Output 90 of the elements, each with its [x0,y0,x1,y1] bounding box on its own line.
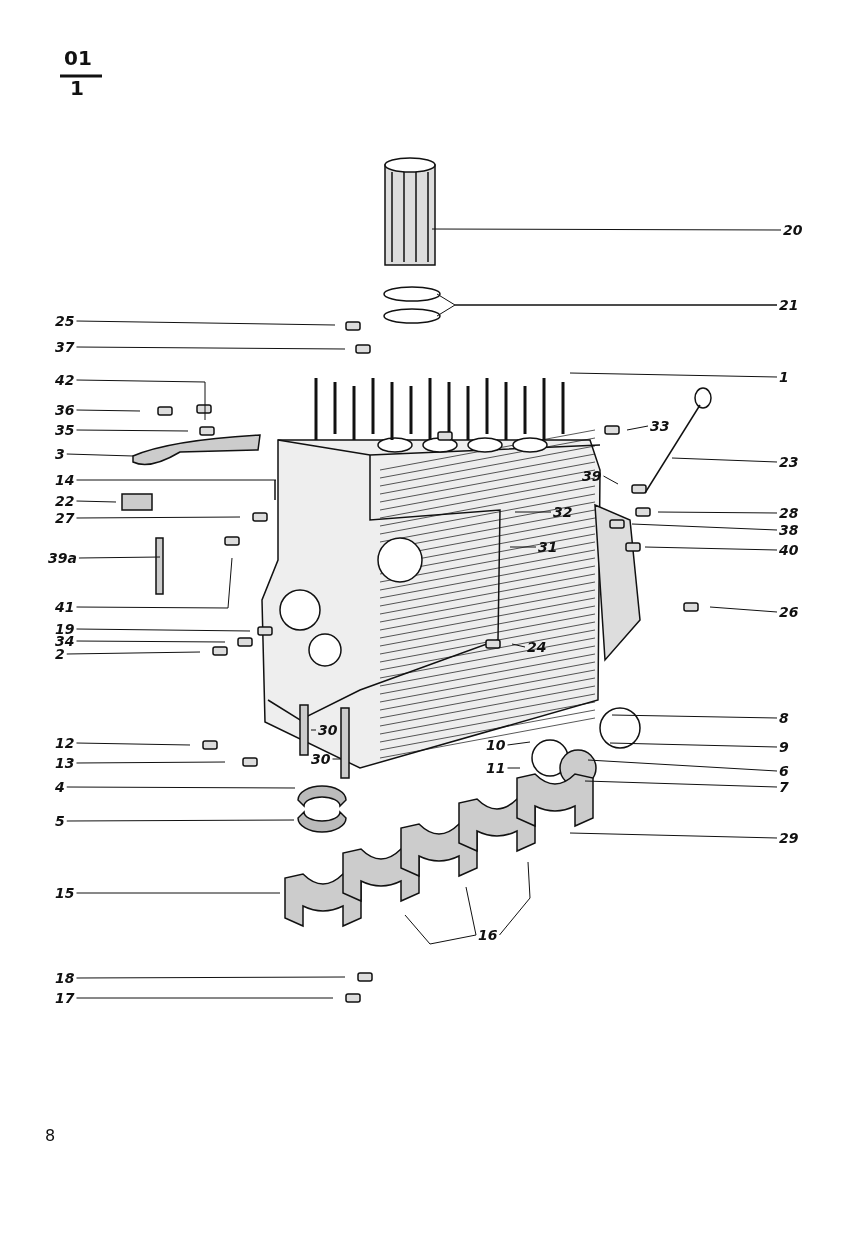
leader-line [76,628,251,632]
leader-line [587,759,778,772]
leader-line [76,346,346,350]
leader-line [507,741,531,746]
leader-line [584,780,778,788]
leader-line [569,832,778,839]
callout-number: 11 [486,760,506,776]
callout-number: 39a [48,550,77,566]
callout-number: 30 [311,751,331,767]
leader-line [66,651,201,655]
leader-line [76,557,233,609]
leader-line [631,523,778,531]
callout-number: 25 [55,313,75,329]
leader-line [569,372,778,378]
callout-number: 20 [783,222,803,238]
callout-number: 17 [55,990,75,1006]
leader-line [709,606,778,613]
leader-line [431,228,782,231]
callout-number: 2 [55,646,65,662]
callout-number: 37 [55,339,75,355]
leader-line [611,714,778,719]
leader-line [66,453,134,457]
callout-number: 42 [55,372,75,388]
leader-line [66,819,295,822]
callout-number: 27 [55,510,75,526]
leader-line [609,742,778,748]
leader-line [78,556,161,559]
leader-line [76,640,226,643]
leader-line [509,546,537,548]
callout-number: 40 [779,542,799,558]
leader-line [66,786,296,789]
callout-number: 6 [779,763,789,779]
leader-line [76,742,191,746]
callout-number: 30 [318,722,338,738]
callout-number: 7 [779,779,789,795]
leader-line [603,475,619,485]
leader-line [644,546,778,551]
callout-number: 28 [779,505,799,521]
leader-line [657,511,778,514]
callout-number: 16 [478,927,498,943]
figure-number: 1 [70,80,84,96]
callout-number: 32 [553,504,573,520]
callout-number: 10 [486,737,506,753]
callout-number: 13 [55,755,75,771]
leader-line [310,729,317,731]
leader-line [436,304,778,317]
callout-number: 33 [650,418,670,434]
callout-number: 4 [55,779,65,795]
leader-line [626,425,649,431]
callout-number: 38 [779,522,799,538]
callout-number: 14 [55,472,75,488]
callout-number: 3 [55,446,65,462]
leader-line [76,379,206,421]
leader-line [465,886,477,936]
callout-number: 22 [55,493,75,509]
leader-line [511,643,526,648]
page-number: 8 [45,1128,56,1144]
callout-number: 21 [779,297,799,313]
callout-number: 24 [527,639,547,655]
figure-number: 01 [64,50,92,66]
callout-number: 8 [779,710,789,726]
leader-line [76,892,281,894]
callout-number: 1 [779,369,789,385]
leader-line [76,976,346,979]
leader-line [404,914,477,945]
callout-number: 9 [779,739,789,755]
callout-number: 15 [55,885,75,901]
callout-number: 31 [538,539,558,555]
callout-number: 23 [779,454,799,470]
callout-number: 41 [55,599,75,615]
callout-number: 29 [779,830,799,846]
leader-line [76,320,336,326]
callout-number: 35 [55,422,75,438]
leader-line [76,761,226,764]
leader-line [499,861,531,936]
callout-number: 36 [55,402,75,418]
leader-line [76,516,241,519]
leader-line [514,511,552,513]
leader-line [507,767,521,769]
callout-number: 18 [55,970,75,986]
callout-number: 12 [55,735,75,751]
leader-line [76,997,334,999]
leader-line [76,409,141,412]
leader-line [76,500,117,503]
callout-number: 26 [779,604,799,620]
callout-number: 5 [55,813,65,829]
leader-line [76,429,189,432]
leader-line [671,457,778,463]
leader-line [76,479,277,481]
leader-line [332,758,342,760]
